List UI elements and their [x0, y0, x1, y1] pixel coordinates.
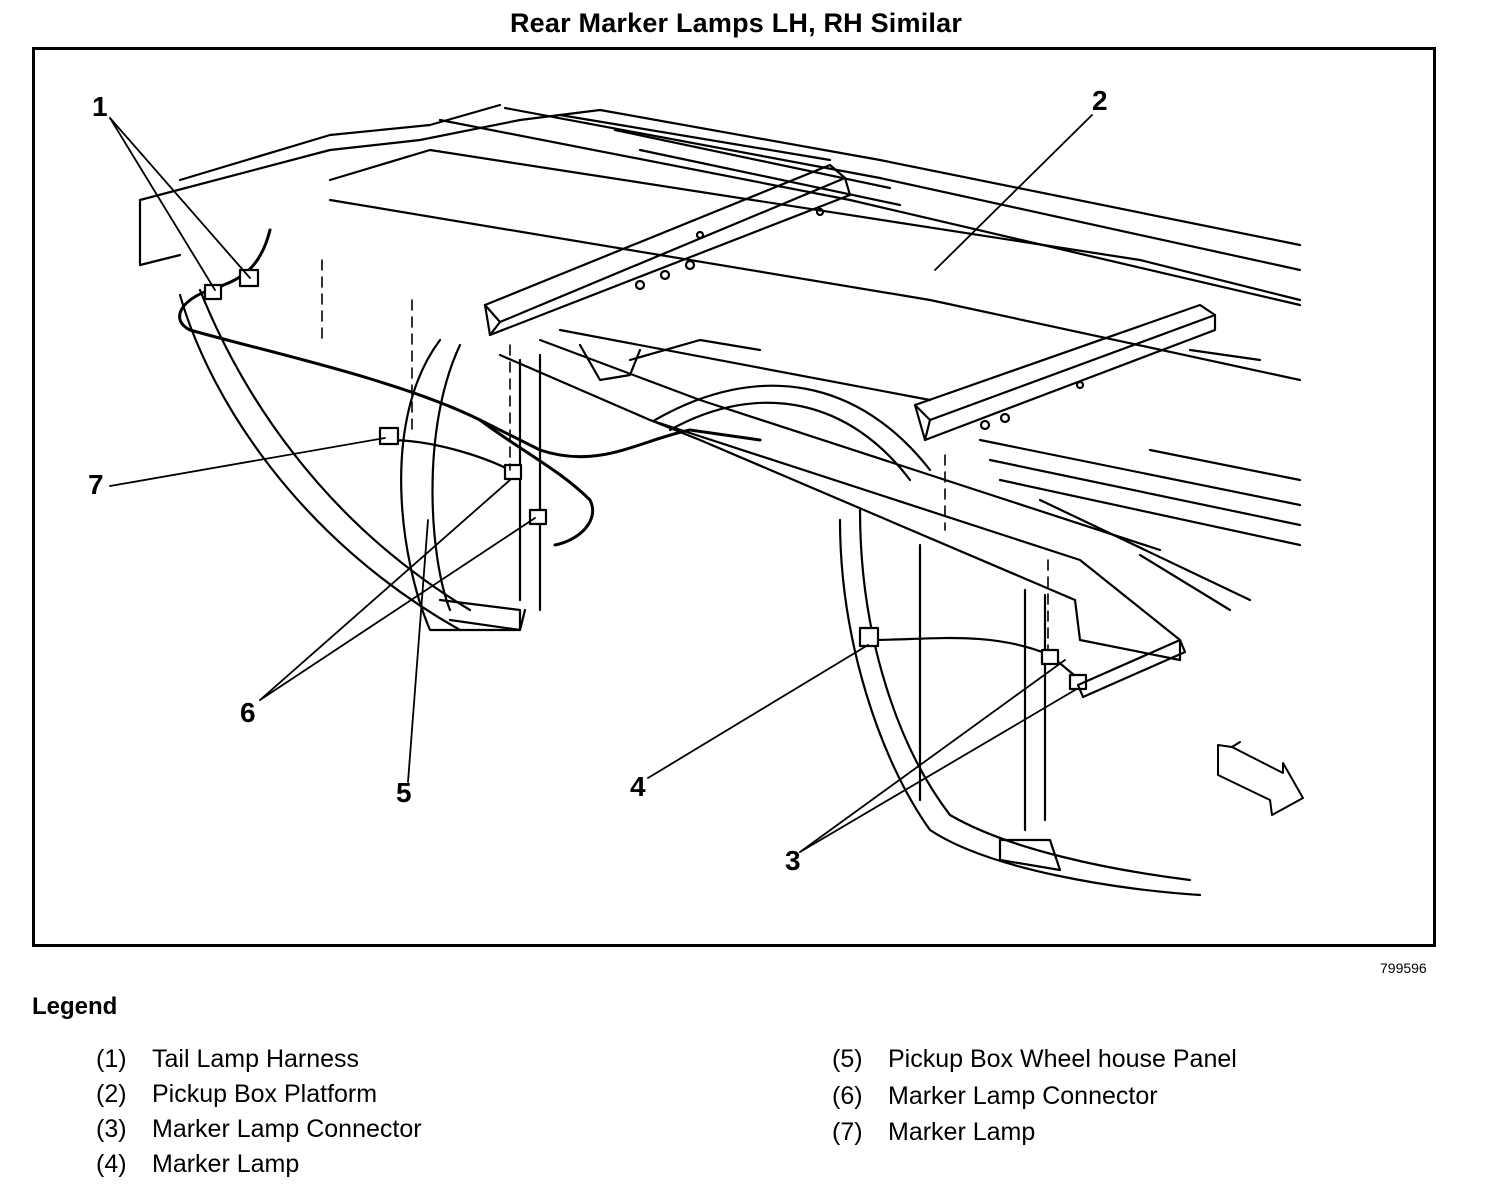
legend-number: (3) [96, 1115, 127, 1143]
legend-label: Marker Lamp Connector [888, 1082, 1158, 1110]
pickup-box-platform [138, 103, 1302, 612]
crossmember-front [483, 163, 852, 337]
legend-number: (7) [832, 1118, 863, 1146]
legend-label: Marker Lamp [888, 1118, 1036, 1146]
side-rail [498, 338, 1182, 662]
callout-5: 5 [396, 777, 412, 808]
legend-label: Pickup Box Platform [152, 1080, 378, 1108]
diagram-title: Rear Marker Lamps LH, RH Similar [509, 8, 963, 38]
legend-label: Marker Lamp [152, 1150, 300, 1178]
legend-label: Pickup Box Wheel house Panel [888, 1045, 1237, 1073]
callout-1: 1 [92, 91, 108, 122]
direction-arrow-icon [1217, 741, 1304, 816]
legend-label: Tail Lamp Harness [152, 1045, 360, 1073]
wheelhouse-panel [178, 288, 1202, 897]
connectors [203, 268, 1088, 691]
callout-3: 3 [785, 845, 801, 876]
callout-7: 7 [88, 469, 104, 500]
figure-frame [32, 47, 1436, 947]
technical-illustration: 1 2 3 4 5 6 7 [88, 85, 1304, 897]
alignment-lines [321, 259, 1049, 651]
legend-number: (4) [96, 1150, 127, 1178]
figure-id: 799596 [1380, 960, 1427, 976]
tail-lamp-harness [178, 228, 762, 547]
legend-heading: Legend [32, 993, 118, 1020]
callout-labels: 1 2 3 4 5 6 7 [88, 85, 1108, 876]
legend-label: Marker Lamp Connector [152, 1115, 422, 1143]
legend-number: (1) [96, 1045, 127, 1073]
callout-2: 2 [1092, 85, 1108, 116]
legend-number: (2) [96, 1080, 127, 1108]
callout-6: 6 [240, 697, 256, 728]
callout-4: 4 [630, 771, 646, 802]
leader-lines [109, 114, 1093, 853]
legend-number: (6) [832, 1082, 863, 1110]
crossmember-rear [913, 303, 1217, 442]
marker-lamp-wires [388, 438, 1082, 682]
legend-number: (5) [832, 1045, 863, 1073]
bumper-strip [1076, 638, 1187, 699]
